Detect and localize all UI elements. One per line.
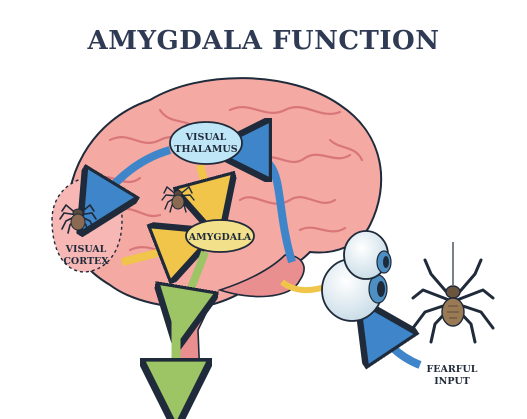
visual-thalamus-label-2: THALAMUS (174, 144, 237, 155)
amygdala-node: AMYGDALA (185, 219, 255, 253)
diagram-title: AMYGDALA FUNCTION (87, 26, 440, 56)
arrow-input-to-eye (375, 325, 422, 365)
arrow-thalamus-to-cortex (96, 146, 172, 208)
arrow-eye-to-thalamus (240, 150, 296, 264)
arrow-cortex-to-amygdala (121, 243, 188, 262)
amygdala-label: AMYGDALA (188, 232, 252, 243)
visual-thalamus-node: VISUAL THALAMUS (169, 121, 243, 165)
visual-cortex-label-1: VISUAL (65, 244, 107, 255)
eye-icon (321, 230, 392, 322)
arrow-amygdala-down (182, 250, 205, 318)
spider-icon (161, 185, 195, 213)
fearful-input-label-2: INPUT (434, 376, 470, 387)
visual-thalamus-label-1: VISUAL (185, 132, 227, 143)
visual-cortex-label-2: CORTEX (63, 256, 109, 267)
arrow-thalamus-to-amygdala (200, 163, 212, 210)
optic-nerve (280, 279, 329, 294)
spider-icon (59, 203, 97, 234)
spider-icon (411, 242, 495, 344)
fearful-input-label-1: FEARFUL (427, 364, 478, 375)
arrows (96, 146, 422, 394)
